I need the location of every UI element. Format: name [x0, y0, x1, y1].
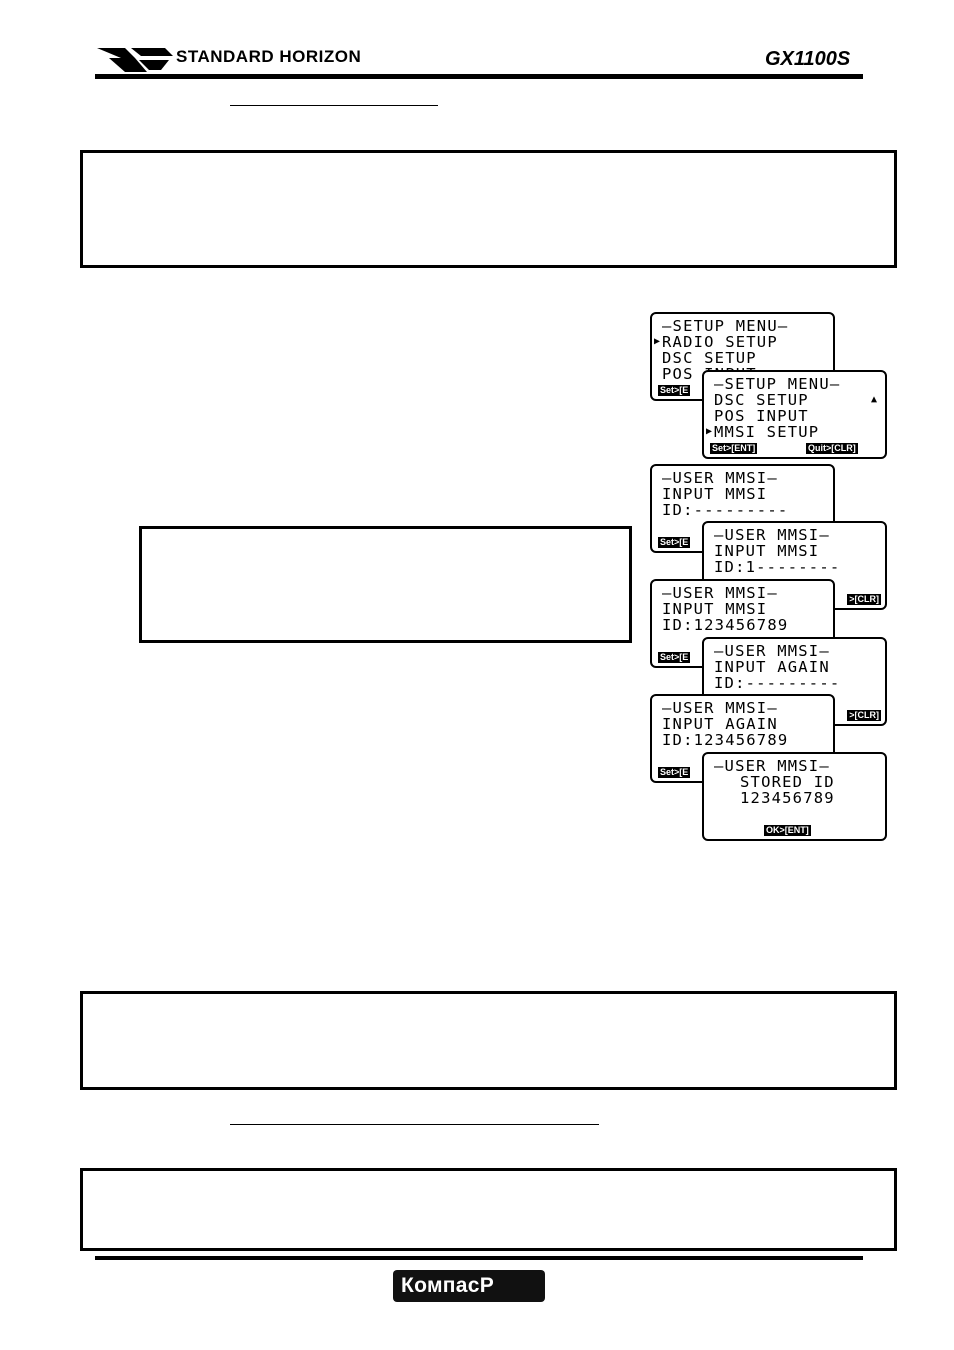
header-rule: [95, 74, 863, 79]
kompas-logo-text: КомпасР: [401, 1274, 495, 1297]
pointer-icon: ▶: [706, 426, 713, 437]
lcd-line: ID:1--------: [714, 558, 841, 576]
softkey-label: OK>[ENT]: [764, 825, 811, 836]
lcd-setup-menu-mmsi: —SETUP MENU— DSC SETUP ▲ POS INPUT ▶ MMS…: [702, 370, 887, 459]
section-heading-underline: [230, 105, 438, 106]
lcd-line: RADIO SETUP: [662, 333, 778, 351]
lcd-line: INPUT MMSI: [662, 485, 768, 503]
lcd-line: POS INPUT: [714, 407, 809, 425]
lcd-line: MMSI SETUP: [714, 423, 820, 441]
lcd-line: —USER MMSI—: [714, 526, 830, 544]
note-box-2: [139, 526, 632, 643]
lcd-line: ID:123456789: [662, 616, 789, 634]
lcd-line: DSC SETUP: [714, 391, 809, 409]
standard-horizon-logo-icon: [97, 48, 173, 72]
pointer-icon: ▶: [654, 336, 661, 347]
lcd-line: INPUT MMSI: [662, 600, 768, 618]
lcd-line: ID:---------: [662, 501, 789, 519]
lcd-user-mmsi-stored: —USER MMSI— STORED ID 123456789 OK>[ENT]: [702, 752, 887, 841]
footer-rule: [95, 1256, 863, 1260]
lcd-line: —USER MMSI—: [714, 642, 830, 660]
lcd-line: —USER MMSI—: [662, 469, 778, 487]
lcd-line: DSC SETUP: [662, 349, 757, 367]
lcd-line: —SETUP MENU—: [662, 317, 789, 335]
kompas-logo: КомпасР: [393, 1270, 545, 1302]
lcd-line: ID:---------: [714, 674, 841, 692]
softkey-label: Set>[E: [658, 537, 691, 548]
softkey-label: >[CLR]: [847, 594, 881, 605]
softkey-label: Set>[ENT]: [710, 443, 758, 454]
lcd-line: ID:123456789: [662, 731, 789, 749]
brand-name: STANDARD HORIZON: [176, 47, 362, 66]
note-box-4: [80, 1168, 897, 1251]
softkey-label: Quit>[CLR]: [806, 443, 858, 454]
lcd-line: INPUT MMSI: [714, 542, 820, 560]
softkey-label: Set>[E: [658, 767, 691, 778]
note-box-1: [80, 150, 897, 268]
lcd-line: STORED ID: [740, 773, 835, 791]
lcd-line: 123456789: [740, 789, 835, 807]
lcd-user-mmsi-input-first-digit: —USER MMSI— INPUT MMSI ID:1-------- >[CL…: [702, 521, 887, 610]
note-box-3: [80, 991, 897, 1090]
lcd-line: INPUT AGAIN: [662, 715, 778, 733]
softkey-label: >[CLR]: [847, 710, 881, 721]
section-heading-underline-2: [230, 1124, 599, 1125]
lcd-line: —USER MMSI—: [662, 584, 778, 602]
lcd-line: —USER MMSI—: [662, 699, 778, 717]
lcd-line: —SETUP MENU—: [714, 375, 841, 393]
lcd-line: —USER MMSI—: [714, 757, 830, 775]
softkey-label: Set>[E: [658, 652, 691, 663]
softkey-label: Set>[E: [658, 385, 691, 396]
scroll-up-icon: ▲: [870, 394, 877, 405]
model-name: GX1100S: [765, 48, 851, 70]
lcd-line: INPUT AGAIN: [714, 658, 830, 676]
